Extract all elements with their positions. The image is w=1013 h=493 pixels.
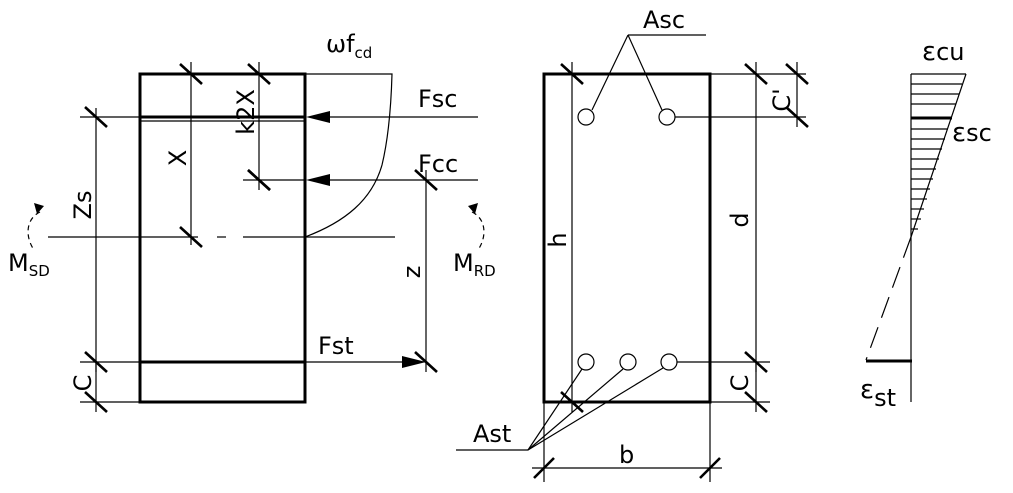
msd-label: MSD — [8, 249, 50, 280]
stress-label: ωfcd — [326, 30, 372, 62]
msd-moment-arc — [27, 211, 41, 251]
fst-arrowhead — [402, 356, 426, 368]
b-label: b — [619, 441, 634, 469]
fcc-arrowhead — [306, 174, 330, 186]
msd-arrowhead — [34, 203, 44, 214]
strain-diagram: εcu εsc εst — [860, 37, 992, 412]
asc-leader-1 — [591, 34, 629, 111]
mrd-label: MRD — [453, 249, 496, 280]
esc-label: εsc — [952, 118, 992, 148]
tension-bar-3 — [660, 353, 678, 371]
z-label: z — [398, 266, 426, 279]
cp-tick-top — [785, 63, 809, 85]
ast-leader-1 — [527, 368, 583, 451]
geometry-section: h Asc Ast d C' C — [456, 6, 809, 482]
c-prime-label: C' — [768, 88, 796, 111]
strain-diagonal — [910, 73, 967, 238]
est-label: εst — [860, 375, 896, 412]
section-outline — [138, 72, 307, 404]
fsc-label: Fsc — [418, 85, 458, 113]
zs-tick-top — [84, 106, 108, 128]
fst-label: Fst — [318, 332, 354, 360]
tension-bar-2 — [619, 353, 637, 371]
ast-label: Ast — [473, 420, 511, 448]
h-tick-top — [560, 63, 584, 85]
k2x-tick-top — [247, 63, 271, 85]
tension-bar-1 — [577, 353, 595, 371]
compression-bar-1 — [577, 108, 595, 126]
ast-leader-2 — [527, 368, 624, 451]
strain-hatching — [911, 83, 962, 230]
fcc-tick — [247, 169, 271, 191]
zs-label: Zs — [69, 191, 97, 220]
mrd-moment-arc — [471, 211, 485, 251]
c2-label: C — [726, 375, 754, 392]
stress-section: X k2X Zs C Fsc Fcc z — [8, 30, 496, 413]
b-tick-left — [533, 457, 555, 479]
ecu-label: εcu — [922, 37, 964, 67]
x-tick-top — [179, 63, 203, 85]
asc-leader-2 — [627, 34, 663, 111]
fsc-arrowhead — [306, 111, 330, 123]
stress-block-curve — [304, 73, 393, 238]
asc-label: Asc — [643, 6, 685, 34]
compression-bar-2 — [658, 108, 676, 126]
mrd-arrowhead — [468, 203, 478, 214]
h-label: h — [544, 232, 572, 247]
x-label: X — [164, 150, 192, 166]
section2-outline — [542, 72, 712, 404]
cp-tick-bottom — [785, 106, 809, 128]
d-label: d — [726, 212, 754, 227]
b-tick-right — [699, 457, 721, 479]
strain-tension-dashed — [865, 236, 912, 361]
c-tick-bottom — [84, 391, 108, 413]
c-label: C — [69, 375, 97, 392]
fcc-label: Fcc — [418, 150, 458, 178]
z-tick-top — [414, 169, 438, 191]
x-tick-bottom — [179, 226, 203, 248]
ast-leader-3 — [527, 367, 664, 451]
k2x-label: k2X — [232, 89, 260, 135]
